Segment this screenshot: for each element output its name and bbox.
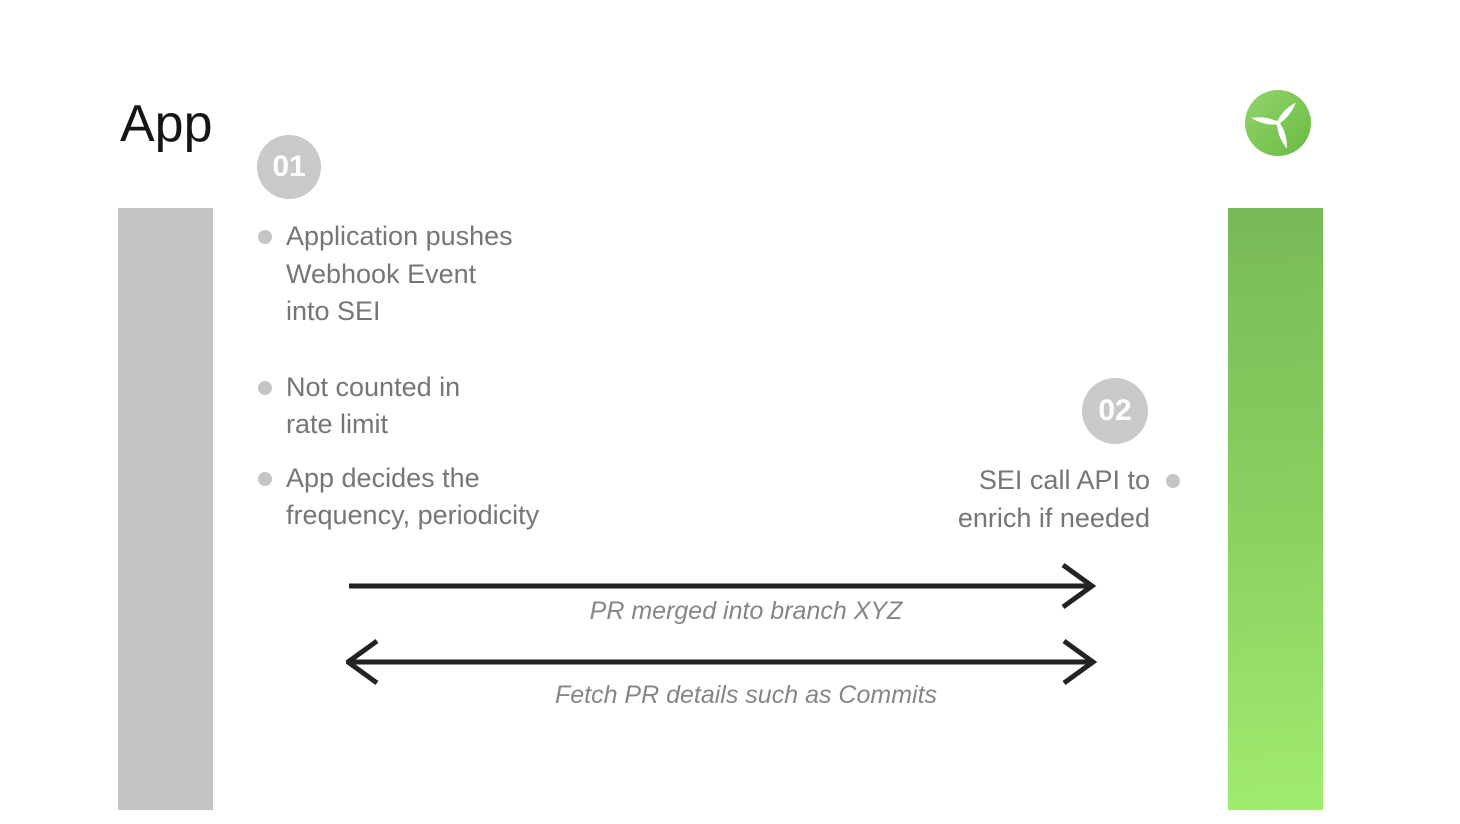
arrow-bidirectional	[346, 638, 1098, 686]
bullet-line: App decides the	[286, 462, 480, 493]
app-title: App	[120, 95, 213, 153]
right-gradient-bar	[1228, 208, 1323, 810]
step2-badge: 02	[1082, 378, 1148, 444]
bullet-line: Webhook Event	[286, 258, 477, 289]
bullet-item: Application pushes Webhook Event into SE…	[258, 218, 618, 331]
bullet-item: Not counted in rate limit	[258, 369, 618, 444]
bullet-line: frequency, periodicity	[286, 500, 540, 530]
bullet-text: App decides the frequency, periodicity	[286, 460, 539, 535]
step1-bullet-list: Application pushes Webhook Event into SE…	[258, 218, 618, 535]
bullet-item: App decides the frequency, periodicity	[258, 460, 618, 535]
bullet-text: Not counted in rate limit	[286, 369, 460, 444]
arrow-bidirectional-label: Fetch PR details such as Commits	[554, 681, 938, 709]
bullet-line: into SEI	[286, 296, 381, 326]
bullet-line: rate limit	[286, 409, 389, 439]
bullet-dot-icon	[1166, 474, 1180, 488]
left-placeholder-bar	[118, 208, 213, 810]
bullet-dot-icon	[258, 230, 272, 244]
propeller-icon	[1251, 102, 1296, 149]
arrow-right-head-icon	[1062, 638, 1098, 686]
step2-line: SEI call API to	[978, 465, 1150, 495]
arrow-forward-label: PR merged into branch XYZ	[589, 597, 903, 625]
bullet-line: Not counted in	[286, 371, 461, 402]
step2-line: enrich if needed	[957, 502, 1150, 533]
bullet-line: Application pushes	[286, 221, 513, 251]
bullet-text: Application pushes Webhook Event into SE…	[286, 218, 513, 331]
arrow-forward	[349, 562, 1097, 610]
step1-badge: 01	[257, 135, 321, 199]
arrow-left-head-icon	[346, 638, 379, 686]
propeller-logo	[1245, 90, 1311, 156]
arrow-right-head-icon	[1061, 562, 1097, 610]
bullet-dot-icon	[258, 471, 272, 486]
step2-text: SEI call API to enrich if needed	[840, 462, 1150, 537]
bullet-dot-icon	[258, 380, 272, 395]
